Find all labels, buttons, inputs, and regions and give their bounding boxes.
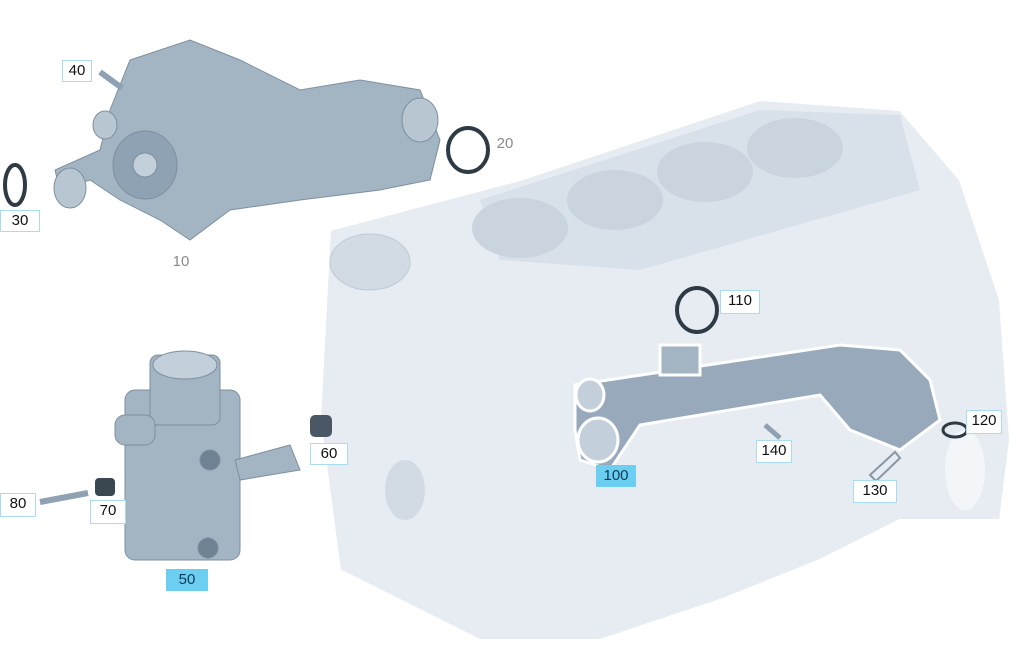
bolt-140-part bbox=[763, 423, 782, 440]
callout-50[interactable]: 50 bbox=[166, 569, 208, 591]
callout-20[interactable]: 20 bbox=[496, 135, 514, 152]
o-ring-30-part bbox=[3, 163, 27, 207]
bolt-40-part bbox=[98, 69, 124, 91]
housing-50-part bbox=[114, 350, 301, 561]
coolant-pipe-100-part bbox=[573, 343, 942, 472]
callout-10[interactable]: 10 bbox=[172, 253, 190, 270]
seal-70-part bbox=[95, 478, 115, 496]
callout-110[interactable]: 110 bbox=[720, 290, 760, 314]
callout-80[interactable]: 80 bbox=[0, 493, 36, 517]
callout-140[interactable]: 140 bbox=[756, 440, 792, 463]
plug-60-part bbox=[310, 415, 332, 437]
callout-60[interactable]: 60 bbox=[310, 443, 348, 465]
bolt-80-part bbox=[39, 490, 89, 505]
callout-120[interactable]: 120 bbox=[966, 410, 1002, 434]
callout-70[interactable]: 70 bbox=[90, 500, 126, 524]
callout-40[interactable]: 40 bbox=[62, 60, 92, 82]
o-ring-20-part bbox=[446, 126, 490, 174]
callout-130[interactable]: 130 bbox=[853, 480, 897, 503]
gasket-130-part bbox=[868, 450, 902, 483]
o-ring-110-part bbox=[675, 286, 719, 334]
callout-30[interactable]: 30 bbox=[0, 210, 40, 232]
water-pump-part bbox=[53, 39, 441, 241]
callout-100[interactable]: 100 bbox=[596, 465, 636, 487]
